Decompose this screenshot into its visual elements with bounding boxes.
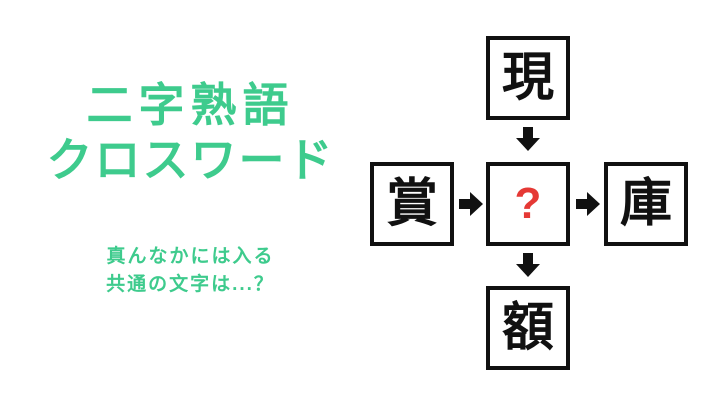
kanji-right: 庫 <box>619 175 672 233</box>
puzzle-cell-top: 現 <box>486 36 570 120</box>
arrow-stem <box>576 199 587 209</box>
page-title: 二字熟語 クロスワード <box>18 78 363 188</box>
puzzle-instructions: 真んなかには入る 共通の文字は...？ <box>18 243 363 298</box>
arrow-right-icon <box>576 192 600 216</box>
arrow-head <box>516 264 540 277</box>
instruction-line-1: 真んなかには入る <box>106 246 275 267</box>
arrow-head <box>516 138 540 151</box>
title-line-1: 二字熟語 <box>86 79 295 131</box>
instruction-line-2: 共通の文字は...？ <box>106 273 275 295</box>
arrow-right-icon <box>459 192 483 216</box>
kanji-bottom: 額 <box>501 299 554 357</box>
arrow-down-icon <box>516 127 540 151</box>
question-mark: ? <box>514 179 542 228</box>
puzzle-cell-left: 賞 <box>370 162 454 246</box>
puzzle-cell-right: 庫 <box>604 162 688 246</box>
puzzle-cell-bottom: 額 <box>486 286 570 370</box>
kanji-top: 現 <box>501 49 554 107</box>
arrow-stem <box>523 253 533 264</box>
arrow-stem <box>459 199 470 209</box>
arrow-stem <box>523 127 533 138</box>
title-line-2: クロスワード <box>46 134 335 187</box>
kanji-left: 賞 <box>385 175 438 233</box>
arrow-head <box>587 192 600 216</box>
puzzle-cell-center: ? <box>486 162 570 246</box>
arrow-down-icon <box>516 253 540 277</box>
arrow-head <box>470 192 483 216</box>
